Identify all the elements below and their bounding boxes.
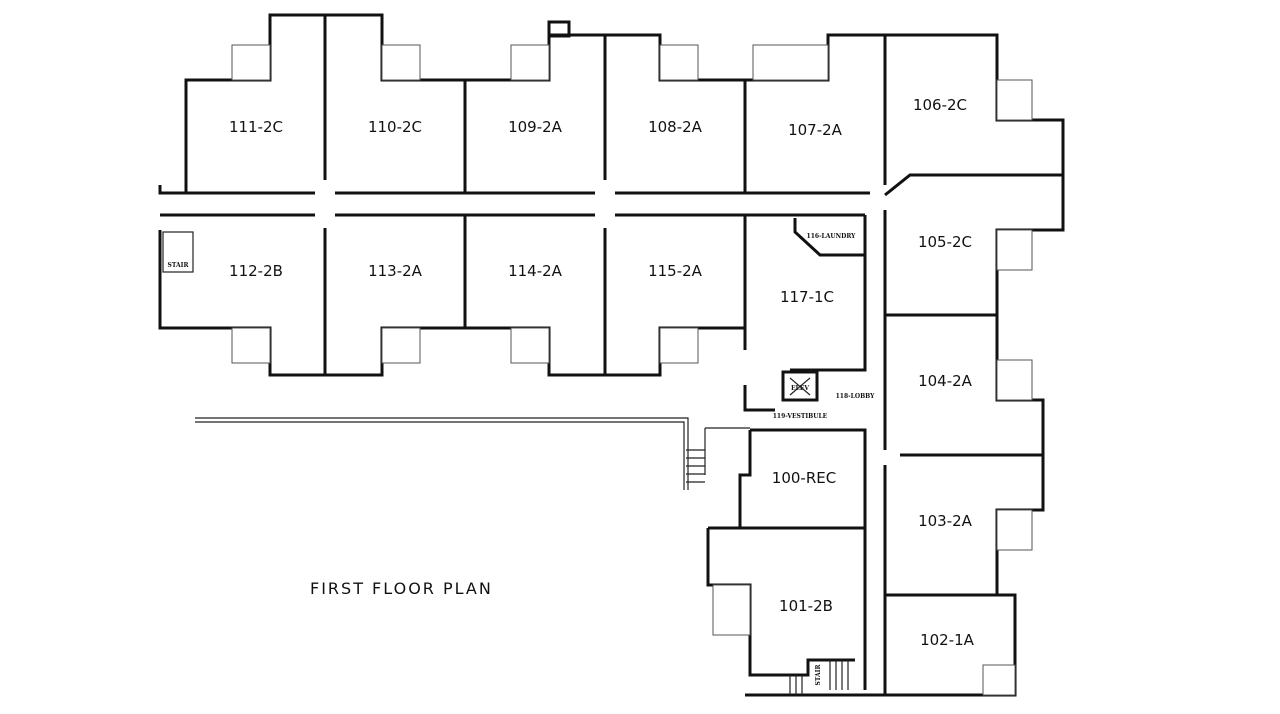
room-106: 106-2C	[913, 96, 967, 114]
room-108: 108-2A	[648, 118, 703, 136]
walls	[158, 13, 1065, 697]
room-105: 105-2C	[918, 233, 972, 251]
label-vestibule: 119-VESTIBULE	[773, 413, 828, 420]
room-112: 112-2B	[229, 262, 283, 280]
room-102: 102-1A	[920, 631, 975, 649]
room-101: 101-2B	[779, 597, 833, 615]
room-113: 113-2A	[368, 262, 423, 280]
label-stair-west: STAIR	[168, 262, 190, 269]
room-117: 117-1C	[780, 288, 834, 306]
label-laundry: 116-LAUNDRY	[807, 233, 857, 240]
room-104: 104-2A	[918, 372, 973, 390]
room-115: 115-2A	[648, 262, 703, 280]
room-111: 111-2C	[229, 118, 283, 136]
label-stair-south: STAIR	[815, 664, 822, 686]
room-110: 110-2C	[368, 118, 422, 136]
plan-title: FIRST FLOOR PLAN	[310, 579, 493, 598]
label-lobby: 118-LOBBY	[836, 393, 875, 400]
room-114: 114-2A	[508, 262, 563, 280]
room-107: 107-2A	[788, 121, 843, 139]
label-elevator: ELEV	[791, 385, 809, 392]
room-103: 103-2A	[918, 512, 973, 530]
room-109: 109-2A	[508, 118, 563, 136]
room-labels: 111-2C 110-2C 109-2A 108-2A 107-2A 106-2…	[168, 96, 975, 685]
room-100: 100-REC	[772, 469, 836, 487]
